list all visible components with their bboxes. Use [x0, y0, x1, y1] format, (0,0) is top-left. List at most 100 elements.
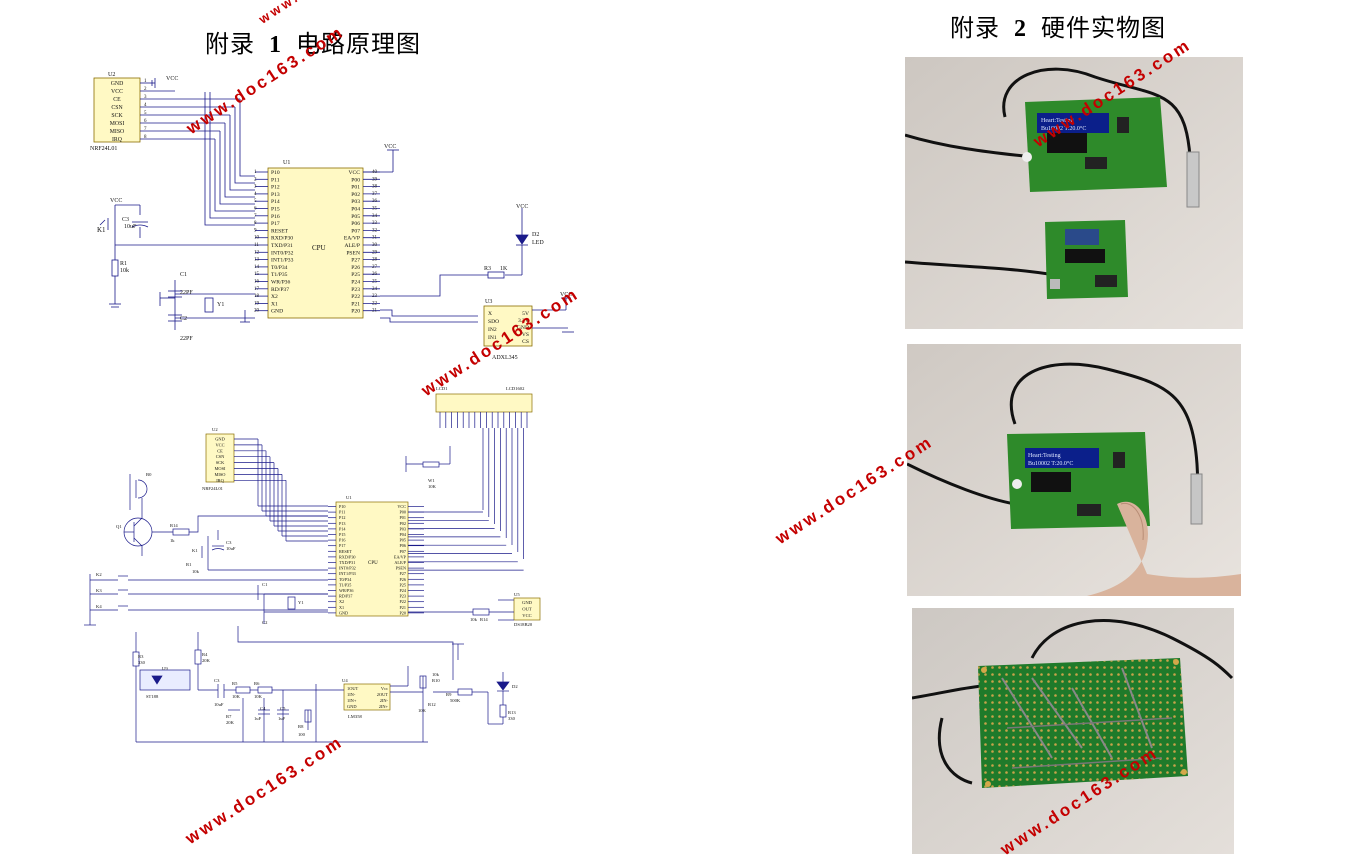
cpu-pin-num: 19 [254, 301, 260, 306]
r14-value: 1k [170, 538, 175, 543]
cpu-pin-num: 30 [372, 243, 378, 248]
cpu2-pin-right: P05 [399, 538, 406, 543]
u5-ref-label: U5 [514, 592, 520, 597]
u2-name-label: NRF24L01 [90, 146, 117, 152]
u4-pin-left: 1OUT [347, 686, 359, 691]
cpu-pin-num: 13 [254, 258, 260, 263]
cpu-pin-num: 23 [372, 294, 378, 299]
u3-pin-left: SDO [488, 319, 499, 325]
cpu-pin-right: P26 [351, 265, 360, 271]
cpu-pin-left: P17 [271, 221, 280, 227]
u5-name-label: DS18B20 [514, 622, 533, 627]
u4-pin-left: 1IN- [347, 692, 356, 697]
vcc-label-4: VCC [516, 204, 528, 210]
vcc-label-1: VCC [166, 76, 178, 82]
cpu2-pin-right: P06 [399, 543, 406, 548]
u2-pin-sck: SCK [111, 113, 123, 119]
cpu2-pin-right: P27 [399, 571, 406, 576]
u4-pin-right: 2IN- [380, 698, 389, 703]
c2-value: 22PF [180, 336, 193, 342]
cpu2-pin-left: RXD/P30 [339, 554, 356, 559]
cpu2-pin-left: X1 [339, 605, 344, 610]
cpu-pin-num: 32 [372, 228, 378, 233]
u3-name-label: ADXL345 [492, 355, 518, 361]
c5-label: C5 [280, 706, 286, 711]
cpu-pin-num: 25 [372, 280, 378, 285]
cpu-pin-left: X1 [271, 301, 278, 307]
u2-pin-ce: CE [113, 97, 121, 103]
c3-value: 10uF [124, 224, 137, 230]
cpu-pin-num: 28 [372, 258, 378, 263]
r4-value: 20K [202, 658, 211, 663]
c1-label: C1 [180, 272, 187, 278]
cpu2-pin-right: VCC [397, 504, 406, 509]
c4-label: C4 [260, 706, 266, 711]
cpu-pin-left: P15 [271, 207, 280, 213]
k1-label: K1 [97, 226, 106, 234]
k4-label: K4 [96, 604, 102, 609]
cpu-pin-num: 40 [372, 170, 378, 175]
cpu-pin-left: P13 [271, 192, 280, 198]
vcc-label-5: VCC [560, 292, 572, 298]
cpu-pin-num: 2 [254, 177, 257, 182]
cpu-pin-num: 14 [254, 265, 260, 270]
r5-value: 10K [232, 694, 241, 699]
r6-label: R6 [254, 681, 260, 686]
appendix-1-number: 1 [269, 32, 282, 58]
cpu-pin-left: X2 [271, 294, 278, 300]
cpu2-pin-left: P15 [339, 532, 346, 537]
u5-pin: OUT [522, 607, 532, 612]
cpu2-pin-right: P00 [399, 510, 406, 515]
c2b-label: C2 [262, 620, 268, 625]
u2-pin-irq: IRQ [112, 137, 123, 143]
d2b-label: D2 [512, 684, 518, 689]
cpu-pin-num: 5 [254, 199, 257, 204]
r10-label: R10 [432, 678, 440, 683]
r14-label: R14 [170, 523, 178, 528]
cpu-pin-left: TXD/P31 [271, 243, 293, 249]
cpu2-pin-left: RESET [339, 549, 352, 554]
u3-pin-left: IN1 [488, 335, 497, 341]
u2-pin-num: 7 [144, 127, 147, 132]
appendix-1-prefix: 附录 [205, 32, 255, 58]
cpu-pin-right: P23 [351, 287, 360, 293]
u2b-pin: CSN [216, 454, 225, 459]
cpu2-pin-left: T1/P35 [339, 582, 351, 587]
cpu-pin-left: T0/P34 [271, 265, 288, 271]
c3c-value: 10uF [214, 702, 224, 707]
r1-value: 10k [120, 268, 129, 274]
u3-pin-right: 5V [522, 311, 529, 317]
r13-label: R13 [508, 710, 516, 715]
d2-label: D2 [532, 232, 539, 238]
hardware-photo-2: Heart:Testing Bu10002 T:20.0°C [907, 344, 1241, 596]
u4-ref-label: U4 [342, 678, 348, 683]
cpu-pin-left: P11 [271, 177, 280, 183]
vcc-label-3: VCC [110, 198, 122, 204]
cpu2-pin-right: PSEN [396, 566, 406, 571]
u4-pin-right: 2IN+ [379, 704, 389, 709]
cpu-pin-num: 12 [254, 250, 260, 255]
appendix-2-number: 2 [1014, 16, 1027, 42]
cpu2-pin-left: RD/P37 [339, 594, 353, 599]
cpu-pin-right: PSEN [346, 250, 360, 256]
u4-pin-left: GND [347, 704, 357, 709]
u2b-pin: SCK [216, 460, 225, 465]
k3-label: K3 [96, 588, 102, 593]
cpu2-pin-right: P22 [399, 599, 406, 604]
hardware-photo-1: Heart:Testing Bu10002 T:20.0°C [905, 57, 1243, 329]
r15-value: 10k [470, 617, 478, 622]
cpu-pin-right: P05 [351, 214, 360, 220]
r3b-label: R3 [138, 654, 144, 659]
appendix-1-title: 电路原理图 [296, 32, 421, 58]
c2-label: C2 [180, 316, 187, 322]
u3-ref-label: U3 [485, 299, 492, 305]
r3-label: R3 [484, 266, 491, 272]
cpu2-pin-left: TXD/P31 [339, 560, 355, 565]
lcd-name-label: LCD1602 [506, 386, 525, 391]
r8-label: R8 [298, 724, 304, 729]
u2-pin-num: 6 [144, 119, 147, 124]
q1-label: Q1 [116, 524, 122, 529]
u3-pin-right: GND [517, 325, 529, 331]
cpu-pin-right: P22 [351, 294, 360, 300]
